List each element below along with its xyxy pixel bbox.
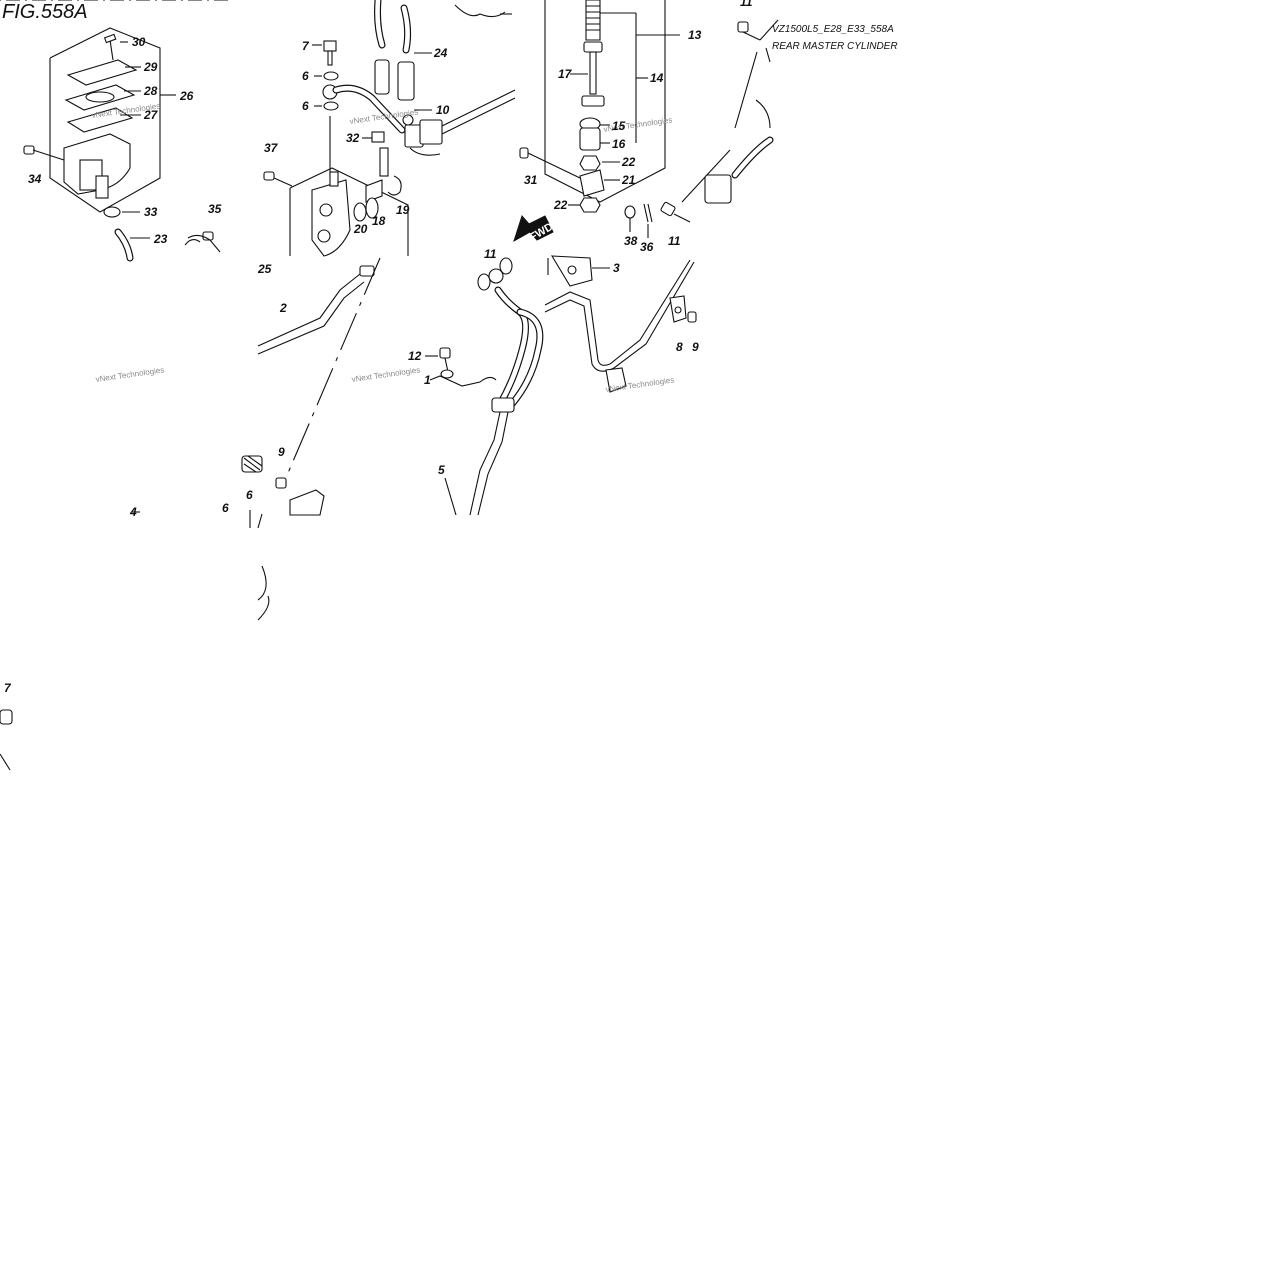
callout: 7 bbox=[302, 39, 310, 53]
callout: 16 bbox=[612, 137, 626, 151]
callout: 11 bbox=[740, 0, 753, 9]
callout: 7 bbox=[4, 681, 12, 695]
lower-left-group bbox=[0, 0, 381, 771]
callout: 6 bbox=[302, 99, 309, 113]
callout: 22 bbox=[621, 155, 636, 169]
callout: 17 bbox=[558, 67, 573, 81]
watermark-5: vNext Technologies bbox=[351, 365, 421, 384]
figure-name: REAR MASTER CYLINDER bbox=[772, 41, 898, 52]
callout: 3 bbox=[613, 261, 620, 275]
callout: 4 bbox=[129, 505, 137, 519]
callout: 27 bbox=[143, 108, 159, 122]
callout: 35 bbox=[208, 202, 222, 216]
callout: 22 bbox=[553, 198, 568, 212]
callout: 36 bbox=[640, 240, 654, 254]
callout: 9 bbox=[692, 340, 699, 354]
callout: 34 bbox=[28, 172, 42, 186]
callout: 20 bbox=[353, 222, 368, 236]
callout: 38 bbox=[624, 234, 638, 248]
callout: 8 bbox=[676, 340, 683, 354]
callout: 19 bbox=[396, 203, 410, 217]
callout: 11 bbox=[668, 234, 681, 248]
master-cylinder-assembly bbox=[263, 147, 409, 257]
callout: 6 bbox=[302, 69, 309, 83]
callout: 6 bbox=[246, 488, 253, 502]
callout: 24 bbox=[433, 46, 448, 60]
reservoir-assembly bbox=[23, 27, 221, 262]
callout: 15 bbox=[612, 119, 626, 133]
callout: 18 bbox=[372, 214, 386, 228]
callout: 25 bbox=[257, 262, 272, 276]
pushrod-assembly bbox=[519, 0, 691, 238]
callout: 28 bbox=[143, 84, 158, 98]
callout: 13 bbox=[688, 28, 702, 42]
callout-labels: 30 29 28 26 27 34 33 35 23 7 6 6 24 10 3… bbox=[4, 0, 753, 695]
callout: 5 bbox=[438, 463, 445, 477]
callout: 37 bbox=[264, 141, 279, 155]
callout: 6 bbox=[222, 501, 229, 515]
callout: 12 bbox=[408, 349, 422, 363]
callout: 32 bbox=[346, 131, 360, 145]
callout: 33 bbox=[144, 205, 158, 219]
callout: 29 bbox=[143, 60, 158, 74]
upper-hose-group bbox=[312, 0, 516, 178]
callout: 2 bbox=[279, 301, 287, 315]
brake-hose-and-pipe bbox=[425, 255, 697, 516]
callout: 1 bbox=[424, 373, 431, 387]
callout: 9 bbox=[278, 445, 285, 459]
callout: 30 bbox=[132, 35, 146, 49]
right-bracket-group bbox=[681, 19, 779, 204]
callout: 10 bbox=[436, 103, 450, 117]
fwd-arrow: FWD bbox=[513, 215, 555, 244]
callout: 31 bbox=[524, 173, 538, 187]
figure-code: VZ1500L5_E28_E33_558A bbox=[772, 24, 894, 35]
callout: 14 bbox=[650, 71, 664, 85]
callout: 11 bbox=[484, 247, 497, 261]
figure-title: FIG.558A bbox=[2, 1, 88, 23]
watermark-4: vNext Technologies bbox=[95, 365, 165, 384]
callout: 26 bbox=[179, 89, 194, 103]
callout: 21 bbox=[621, 173, 636, 187]
callout: 23 bbox=[153, 232, 168, 246]
